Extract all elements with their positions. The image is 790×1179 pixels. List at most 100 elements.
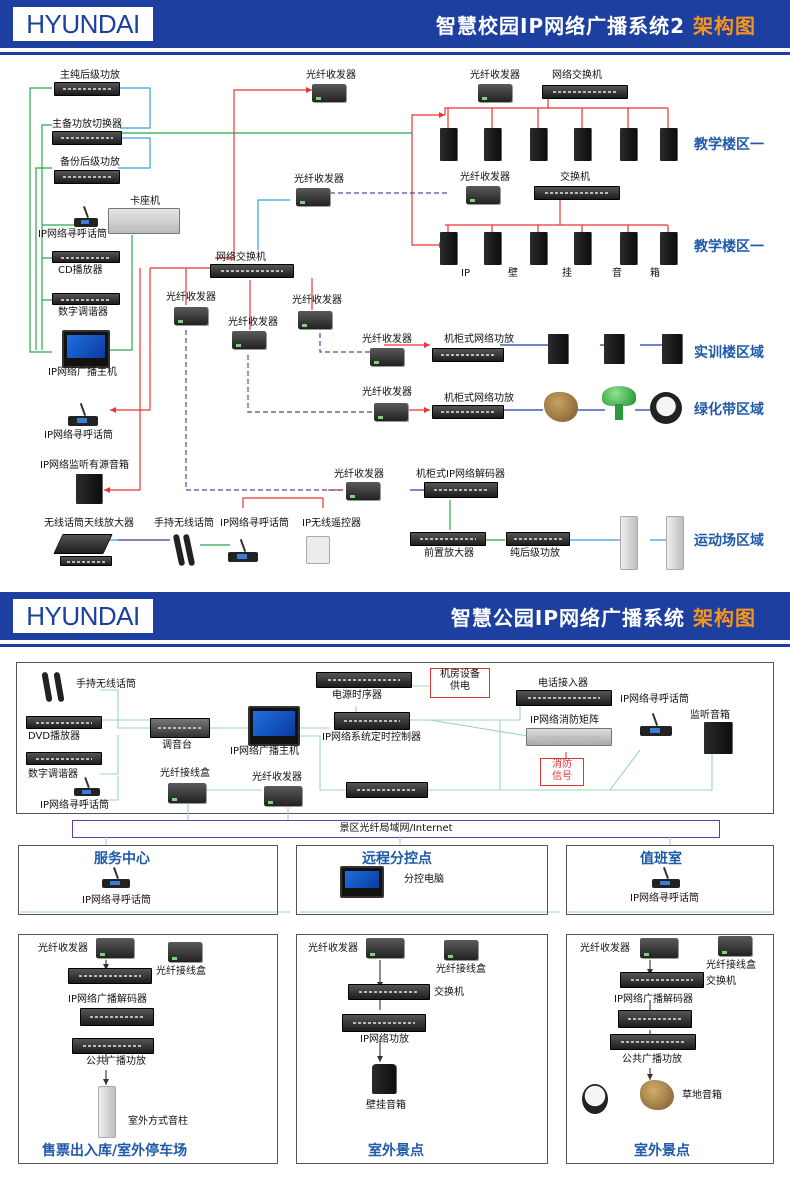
fiber-device-10 [346, 482, 380, 500]
rock-speaker-icon [544, 392, 578, 422]
col1-box [18, 934, 278, 1164]
label-park-monitor-spk: 监听音箱 [690, 710, 730, 721]
label-rack-amp-1: 机柜式网络功放 [444, 334, 514, 345]
dvd-device [26, 716, 102, 729]
fiber-device-9 [374, 403, 408, 421]
label-duty-mic: IP网络寻呼话筒 [630, 893, 699, 904]
label-fiber-8: 光纤收发器 [362, 334, 412, 345]
label-handheld: 手持无线话筒 [154, 518, 214, 529]
ip-mic-device-3 [228, 538, 258, 562]
label-wireless-ant: 无线话筒天线放大器 [44, 518, 134, 529]
remote-device [306, 536, 330, 564]
col3-amp-device [610, 1034, 696, 1050]
label-power-seq: 电源时序器 [332, 690, 382, 701]
ip-mic-top-device [640, 712, 672, 736]
backup-amp-device [54, 170, 120, 184]
handheld-mic-pair-icon [38, 670, 70, 704]
title-accent-2: 架构图 [693, 606, 756, 630]
label-col1-decoder: IP网络广播解码器 [68, 994, 147, 1005]
ip-mic-device-2 [68, 402, 98, 426]
label-col2-fiber-box: 光纤接线盒 [436, 964, 486, 975]
label-col3-decoder: IP网络广播解码器 [614, 994, 693, 1005]
col2-box [296, 934, 548, 1164]
label-service-mic: IP网络寻呼话筒 [82, 895, 151, 906]
label-rack-amp-2: 机柜式网络功放 [444, 393, 514, 404]
fire-matrix-device [526, 728, 612, 746]
label-col2-switch: 交换机 [434, 987, 464, 998]
wall-speaker-r2-4 [574, 232, 591, 265]
col2-footer: 室外景点 [368, 1143, 424, 1159]
banner-bottom: HYUNDAI 智慧公园IP网络广播系统 架构图 [0, 592, 790, 640]
fiber-device-2 [478, 84, 512, 102]
label-net-switch: 网络交换机 [216, 252, 266, 263]
ip-mic-device-1 [74, 205, 98, 227]
label-fiber-4: 光纤收发器 [460, 172, 510, 183]
label-host: IP网络广播主机 [48, 367, 117, 378]
park-host-device [248, 706, 300, 746]
title-text-2: 智慧公园IP网络广播系统 [450, 606, 686, 630]
wall-speaker-r1-2 [484, 128, 501, 161]
col1-column-speaker [98, 1086, 116, 1138]
power-seq-device [316, 672, 412, 688]
label-col3-spk: 草地音箱 [682, 1090, 722, 1101]
training-speaker-2 [604, 334, 624, 364]
zone-teaching-2: 教学楼区一 [694, 239, 764, 255]
wall-speaker-r1-6 [660, 128, 677, 161]
host-device [62, 330, 110, 368]
wall-char-3: 挂 [562, 268, 572, 279]
switch-b-device [534, 186, 620, 200]
service-center-title: 服务中心 [94, 851, 150, 867]
col3-rock-speaker-icon [640, 1080, 674, 1110]
wall-speaker-r2-6 [660, 232, 677, 265]
service-center-box [18, 845, 278, 915]
col3-switch-device [620, 972, 704, 988]
wall-speaker-r2-3 [530, 232, 547, 265]
sub-pc-device [340, 866, 384, 898]
label-fiber-10: 光纤收发器 [334, 469, 384, 480]
brand-logo: HYUNDAI [13, 7, 153, 41]
wall-speaker-r2-2 [484, 232, 501, 265]
label-switch-a: 网络交换机 [552, 70, 602, 81]
park-switch-device [346, 782, 428, 798]
label-fiber-2: 光纤收发器 [470, 70, 520, 81]
fiber-device-8 [370, 348, 404, 366]
col1-amp-device [72, 1038, 154, 1054]
wall-char-4: 音 [612, 268, 622, 279]
label-fiber-6: 光纤收发器 [228, 317, 278, 328]
switch-a-device [542, 85, 628, 99]
label-backup-amp: 备份后级功放 [60, 157, 120, 168]
label-preamp: 前置放大器 [424, 548, 474, 559]
pure-amp-device [506, 532, 570, 546]
label-fiber-5: 光纤收发器 [166, 292, 216, 303]
label-mixer: 调音台 [162, 740, 192, 751]
lan-bar: 景区光纤局域网/Internet [72, 820, 720, 838]
label-dvd: DVD播放器 [28, 731, 81, 742]
col2-fiber-device [366, 938, 404, 958]
column-speaker-2 [666, 516, 684, 570]
col1-fiber-device [96, 938, 134, 958]
rack-decoder-device [424, 482, 498, 498]
title-text: 智慧校园IP网络广播系统2 [436, 14, 686, 38]
label-col3-switch: 交换机 [706, 976, 736, 987]
fire-signal-line-2: 信号 [552, 771, 572, 782]
col1-fiber-box-device [168, 942, 202, 962]
label-col1-fiber: 光纤收发器 [38, 943, 88, 954]
banner-underline [0, 52, 790, 55]
remote-site-title: 远程分控点 [362, 851, 432, 867]
mixer-device [150, 718, 210, 738]
label-main-amp: 主纯后级功放 [60, 70, 120, 81]
column-speaker-1 [620, 516, 638, 570]
phone-device [516, 690, 612, 706]
park-ip-mic-device [74, 776, 100, 796]
label-park-tuner: 数字调谐器 [28, 769, 78, 780]
fire-signal-line-1: 消防 [552, 759, 572, 770]
col2-amp-device [342, 1014, 426, 1032]
wall-char-5: 箱 [650, 268, 660, 279]
label-tuner: 数字调谐器 [58, 307, 108, 318]
col1-switch-device [68, 968, 152, 984]
label-timer: IP网络系统定时控制器 [322, 732, 421, 743]
wall-speaker-r2-5 [620, 232, 637, 265]
fiber-device-1 [312, 84, 346, 102]
col3-fiber-box-device [718, 936, 752, 956]
panda-speaker-icon [650, 392, 682, 424]
